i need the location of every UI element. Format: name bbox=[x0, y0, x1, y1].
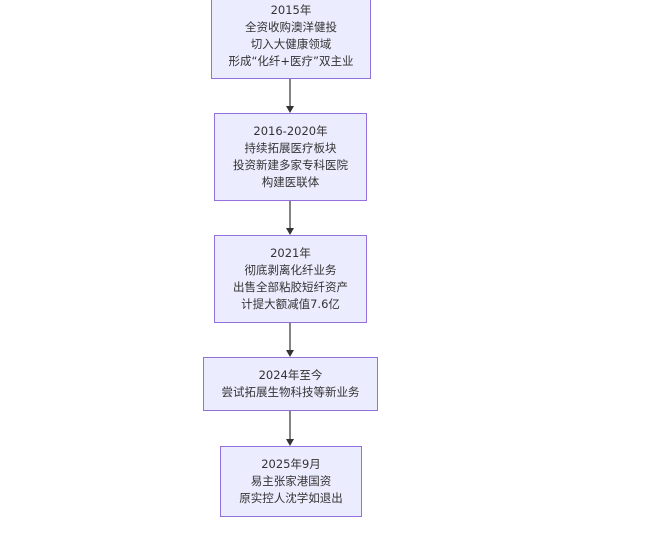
edge-2016-to-2021 bbox=[286, 201, 294, 235]
node-2015-line-3: 切入大健康领域 bbox=[250, 36, 332, 51]
edge-2015-to-2016 bbox=[286, 79, 294, 113]
node-2021-line-2: 彻底剥离化纤业务 bbox=[244, 263, 337, 277]
node-2021-line-3: 出售全部粘胶短纤资产 bbox=[233, 280, 348, 294]
node-2015: 2015年 全资收购澳洋健投 切入大健康领域 形成“化纤+医疗”双主业 bbox=[211, 0, 371, 79]
edge-2024-to-2025 bbox=[286, 411, 294, 446]
node-2015-line-2: 全资收购澳洋健投 bbox=[245, 19, 337, 34]
node-2024: 2024年至今 尝试拓展生物科技等新业务 bbox=[203, 357, 378, 411]
node-2021-line-1: 2021年 bbox=[270, 246, 311, 260]
node-2016-line-2: 持续拓展医疗板块 bbox=[244, 141, 337, 155]
node-2016-line-3: 投资新建多家专科医院 bbox=[233, 158, 348, 172]
node-2016-line-1: 2016-2020年 bbox=[253, 124, 328, 138]
node-2025-line-1: 2025年9月 bbox=[261, 457, 321, 471]
node-2025: 2025年9月 易主张家港国资 原实控人沈学如退出 bbox=[220, 446, 362, 517]
node-2021: 2021年 彻底剥离化纤业务 出售全部粘胶短纤资产 计提大额减值7.6亿 bbox=[214, 235, 367, 323]
node-2016-line-4: 构建医联体 bbox=[261, 175, 320, 189]
node-2015-line-4: 形成“化纤+医疗”双主业 bbox=[228, 53, 354, 68]
edge-2021-to-2024 bbox=[286, 323, 294, 357]
node-2021-line-4: 计提大额减值7.6亿 bbox=[241, 297, 340, 311]
node-2025-line-3: 原实控人沈学如退出 bbox=[239, 491, 343, 505]
node-2015-line-1: 2015年 bbox=[270, 2, 312, 17]
node-2024-line-2: 尝试拓展生物科技等新业务 bbox=[221, 385, 360, 399]
node-2016-2020: 2016-2020年 持续拓展医疗板块 投资新建多家专科医院 构建医联体 bbox=[214, 113, 367, 201]
node-2025-line-2: 易主张家港国资 bbox=[250, 474, 332, 488]
node-2024-line-1: 2024年至今 bbox=[258, 368, 323, 382]
